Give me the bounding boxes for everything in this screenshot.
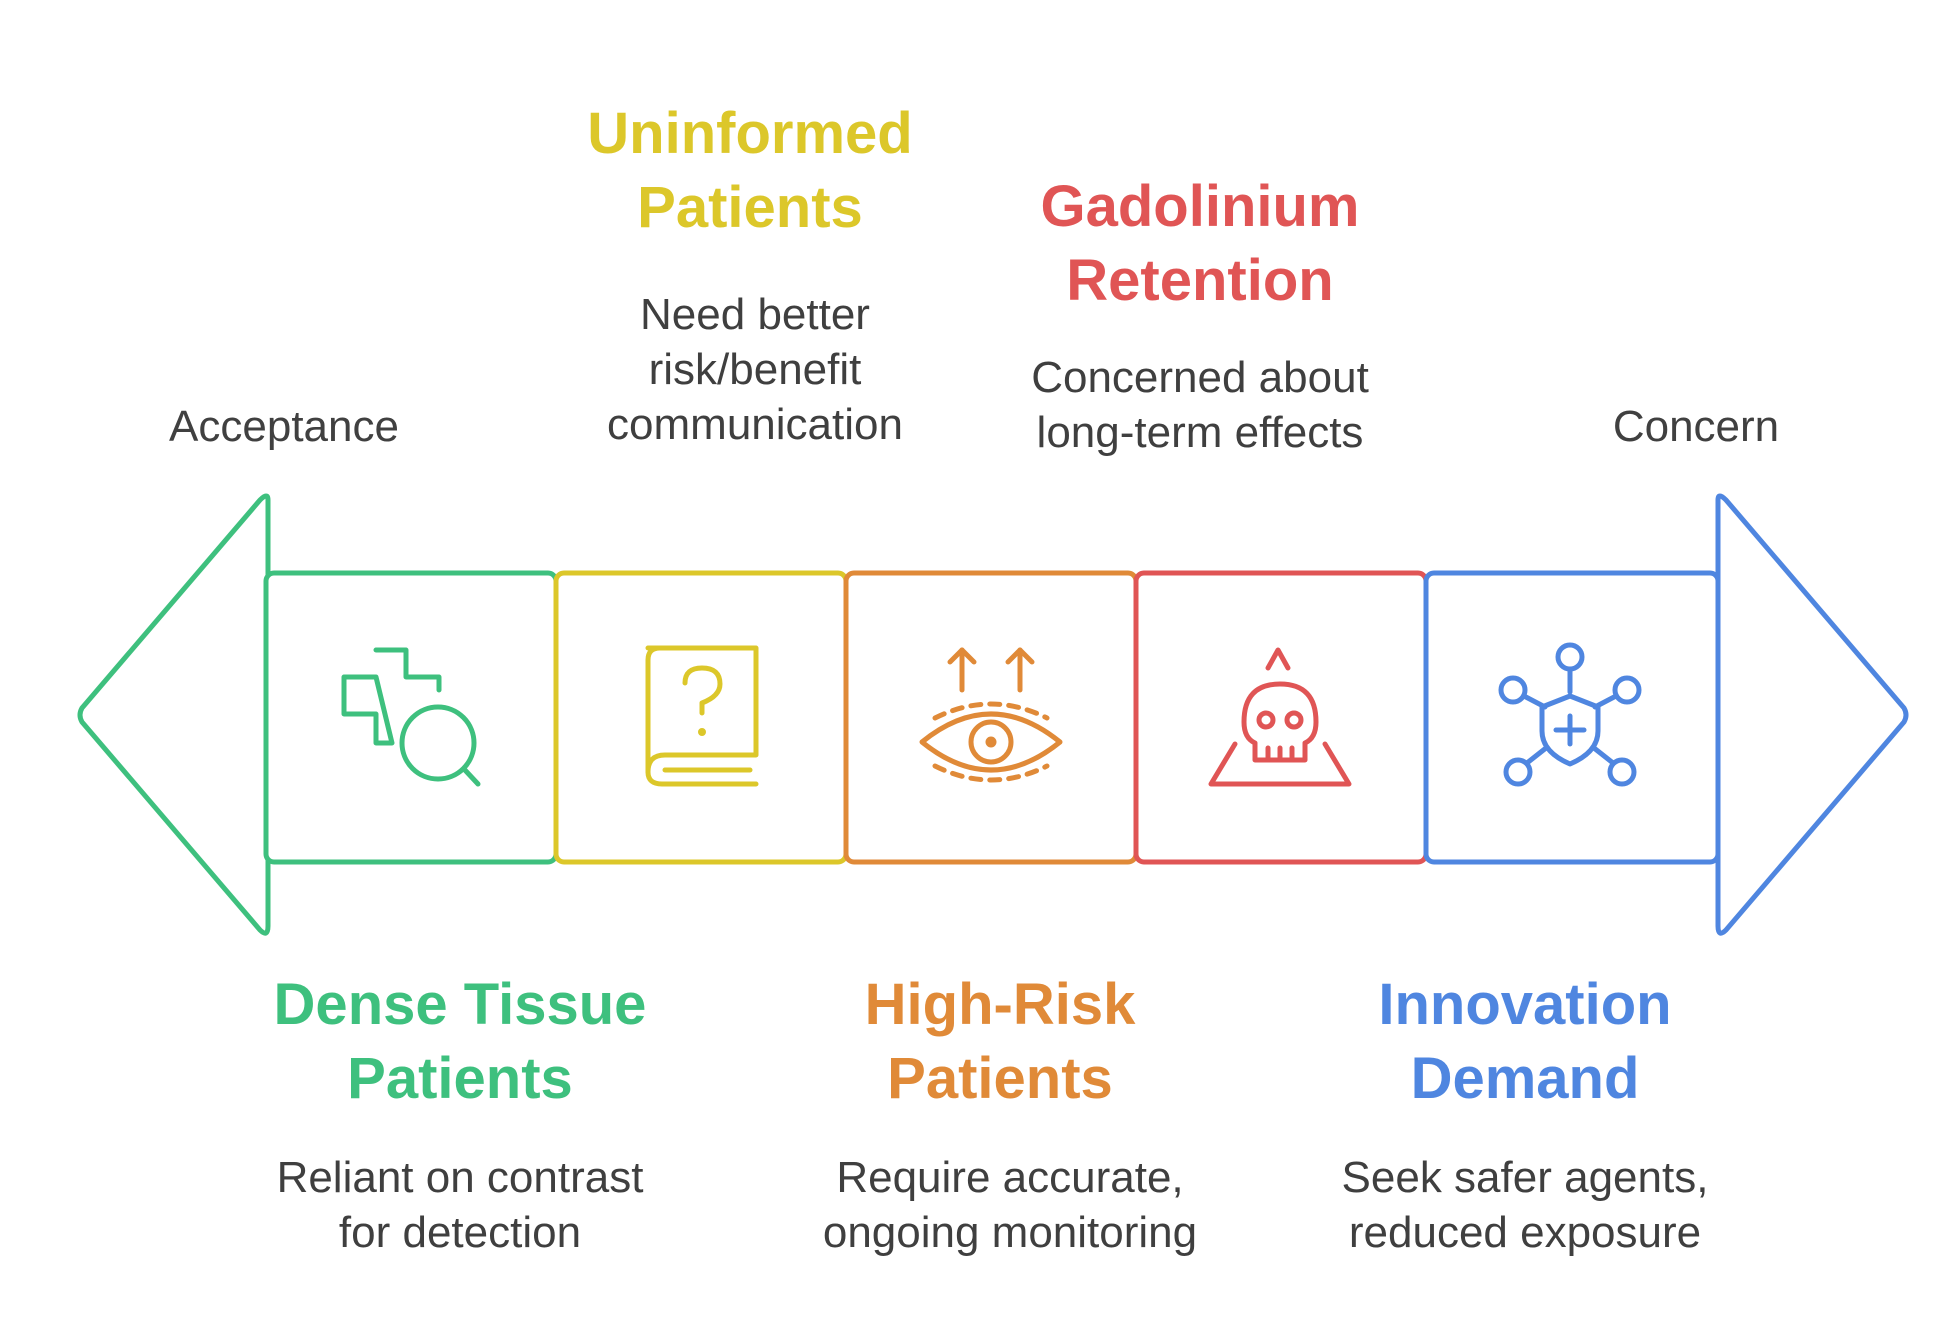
virus-shield-icon [1498,642,1642,787]
segment-desc-high-risk: Require accurate, ongoing monitoring [822,1153,1198,1257]
segment-box-high-risk [843,570,1139,865]
segment-title-high-risk: High-Risk Patients [864,972,1136,1111]
right-end-label: Concern [1612,402,1780,451]
segment-desc-innovation: Seek safer agents, reduced exposure [1341,1153,1709,1257]
left-end-label: Acceptance [169,402,399,451]
skull-warning-icon [1208,647,1352,787]
segment-title-uninformed: Uninformed Patients [587,101,913,240]
segment-box-gadolinium [1133,570,1429,865]
segment-title-gadolinium: Gadolinium Retention [1040,174,1360,313]
segment-desc-gadolinium: Concerned about long-term effects [1031,353,1369,457]
segment-desc-uninformed: Need better risk/benefit communication [607,290,903,449]
left-arrowhead [77,493,271,936]
eye-arrows-icon [919,647,1063,783]
right-arrowhead [1715,493,1909,936]
segment-title-dense-tissue: Dense Tissue Patients [273,972,647,1111]
segment-title-innovation: Innovation Demand [1378,972,1672,1111]
segment-box-uninformed [553,570,849,865]
question-book-icon [645,645,759,787]
cross-magnifier-icon [341,647,481,787]
segment-desc-dense-tissue: Reliant on contrast for detection [276,1153,644,1257]
